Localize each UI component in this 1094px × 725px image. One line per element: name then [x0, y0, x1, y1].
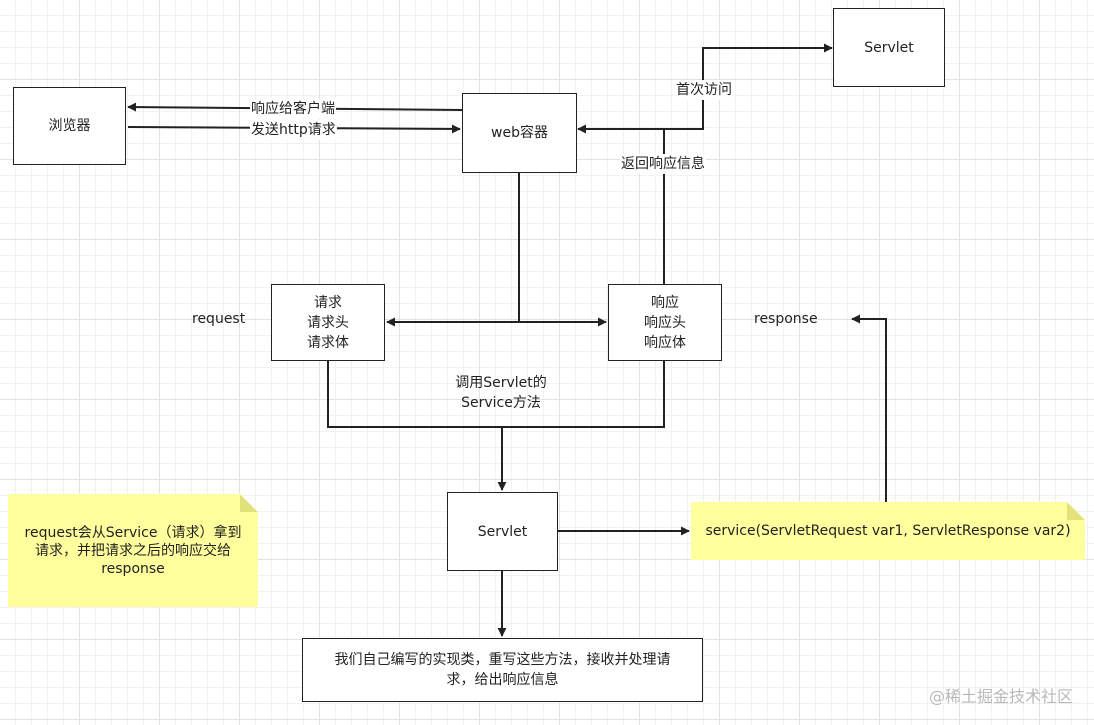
servlet-top-label: Servlet: [864, 39, 914, 56]
web-container-label: web容器: [491, 125, 548, 141]
impl-class-label: 我们自己编写的实现类，重写这些方法，接收并处理请求，给出响应信息: [334, 652, 671, 688]
response-box-label: 响应 响应头 响应体: [644, 294, 686, 351]
service-note-text: service(ServletRequest var1, ServletResp…: [705, 523, 1071, 539]
web-container-box: web容器: [462, 93, 577, 173]
label-first-visit: 首次访问: [675, 80, 733, 100]
request-box-label: 请求 请求头 请求体: [307, 294, 349, 351]
servlet-center-box: Servlet: [447, 492, 558, 571]
service-note: service(ServletRequest var1, ServletResp…: [691, 502, 1085, 560]
label-call-service: 调用Servlet的 Service方法: [455, 375, 547, 411]
label-send-http: 发送http请求: [250, 120, 337, 140]
label-respond-to-client: 响应给客户端: [250, 99, 336, 119]
label-response: response: [754, 311, 818, 327]
servlet-top-box: Servlet: [833, 8, 945, 87]
label-request: request: [192, 311, 246, 327]
browser-box: 浏览器: [13, 87, 126, 165]
request-note-text: request会从Service（请求）拿到请求，并把请求之后的响应交给resp…: [24, 524, 242, 577]
response-box: 响应 响应头 响应体: [608, 284, 722, 361]
browser-label: 浏览器: [48, 118, 91, 134]
impl-class-box: 我们自己编写的实现类，重写这些方法，接收并处理请求，给出响应信息: [302, 638, 703, 702]
line-merge: [327, 361, 665, 428]
servlet-center-label: Servlet: [477, 523, 528, 540]
arrow-up-to-response: [851, 314, 887, 502]
request-note: request会从Service（请求）拿到请求，并把请求之后的响应交给resp…: [8, 494, 258, 607]
label-return-response: 返回响应信息: [620, 154, 706, 174]
request-box: 请求 请求头 请求体: [271, 284, 385, 361]
watermark: @稀土掘金技术社区: [928, 687, 1073, 706]
